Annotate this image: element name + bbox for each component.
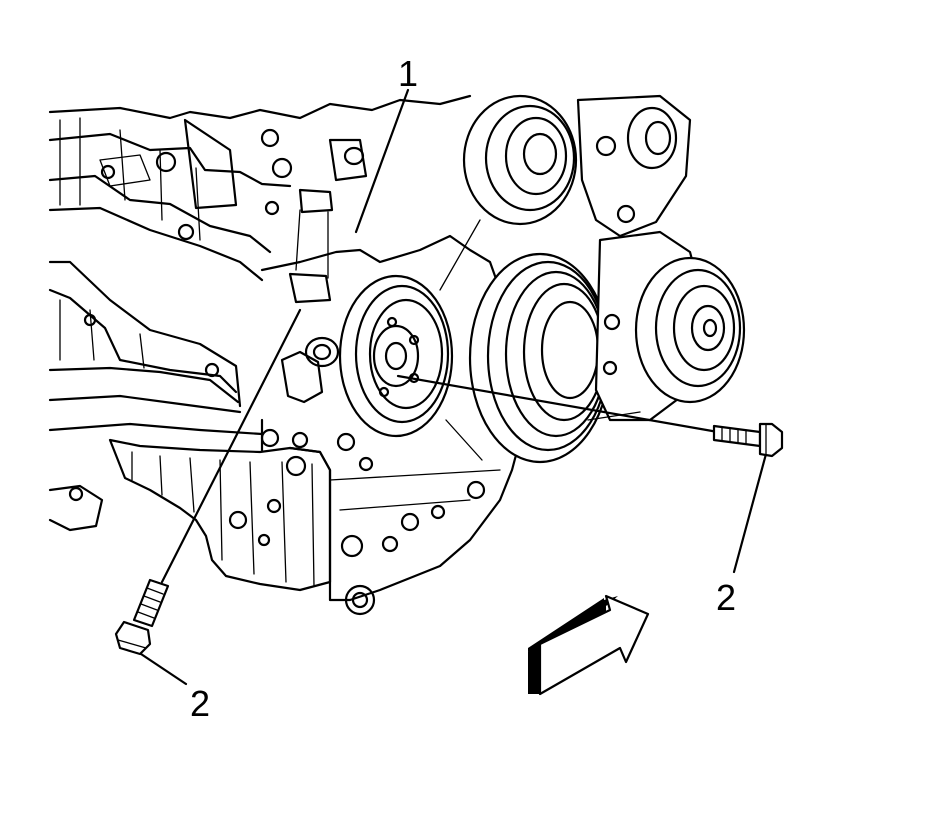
- callout-2-left-label: 2: [190, 683, 210, 724]
- bolt-right: [712, 422, 784, 458]
- bolt-left: [114, 578, 170, 656]
- compressor-pulley: [634, 256, 746, 404]
- front-direction-arrow: [528, 594, 650, 696]
- engine-block: [48, 94, 532, 616]
- upper-pulley: [462, 94, 578, 226]
- right-bolt-path: [396, 374, 720, 434]
- callout-2-right-leader: [732, 452, 768, 574]
- callout-1-label: 1: [398, 53, 418, 94]
- callout-2-right-label: 2: [716, 577, 736, 618]
- water-pump-pulley: [338, 274, 454, 438]
- belt-drive: [338, 94, 746, 464]
- left-bolt-path: [160, 308, 302, 584]
- callout-1-leader: [354, 88, 410, 234]
- leader-lines: [130, 88, 768, 686]
